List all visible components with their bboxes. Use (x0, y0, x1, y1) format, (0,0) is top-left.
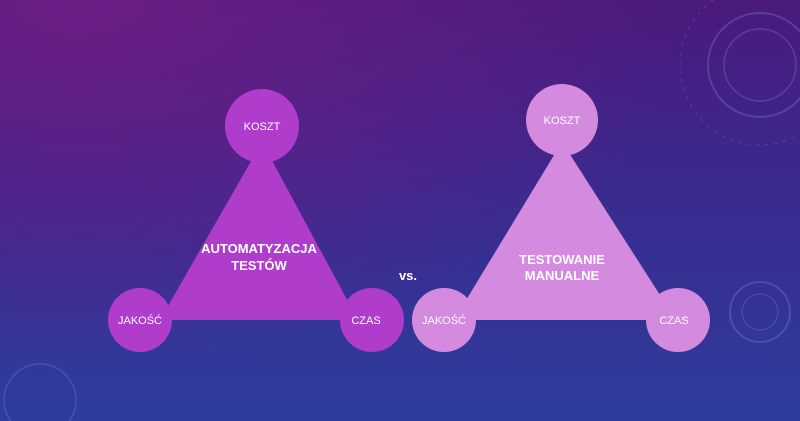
automation-quality-label: JAKOŚĆ (118, 314, 162, 327)
manual-title-line2: MANUALNE (525, 268, 600, 283)
automation-triangle-shape (160, 142, 358, 320)
automation-time-label: CZAS (351, 315, 380, 327)
automation-quality-node (108, 288, 172, 352)
manual-time-label: CZAS (659, 315, 688, 327)
decorative-background-circles (3, 0, 800, 421)
manual-triangle-shape (454, 142, 676, 320)
versus-label: vs. (399, 268, 417, 283)
manual-title-line1: TESTOWANIE (519, 252, 605, 267)
automation-title-line2: TESTÓW (231, 258, 287, 273)
automation-title-line1: AUTOMATYZACJA (201, 241, 317, 256)
manual-time-node (646, 288, 710, 352)
manual-triangle: KOSZT JAKOŚĆ CZAS TESTOWANIE MANUALNE (412, 84, 710, 352)
manual-quality-node (412, 288, 476, 352)
automation-cost-node (225, 89, 299, 163)
automation-time-node (340, 288, 404, 352)
manual-cost-label: KOSZT (544, 115, 581, 127)
manual-cost-node (526, 84, 598, 156)
manual-quality-label: JAKOŚĆ (422, 314, 466, 327)
automation-triangle: KOSZT JAKOŚĆ CZAS AUTOMATYZACJA TESTÓW (108, 89, 404, 352)
automation-cost-label: KOSZT (244, 121, 281, 133)
